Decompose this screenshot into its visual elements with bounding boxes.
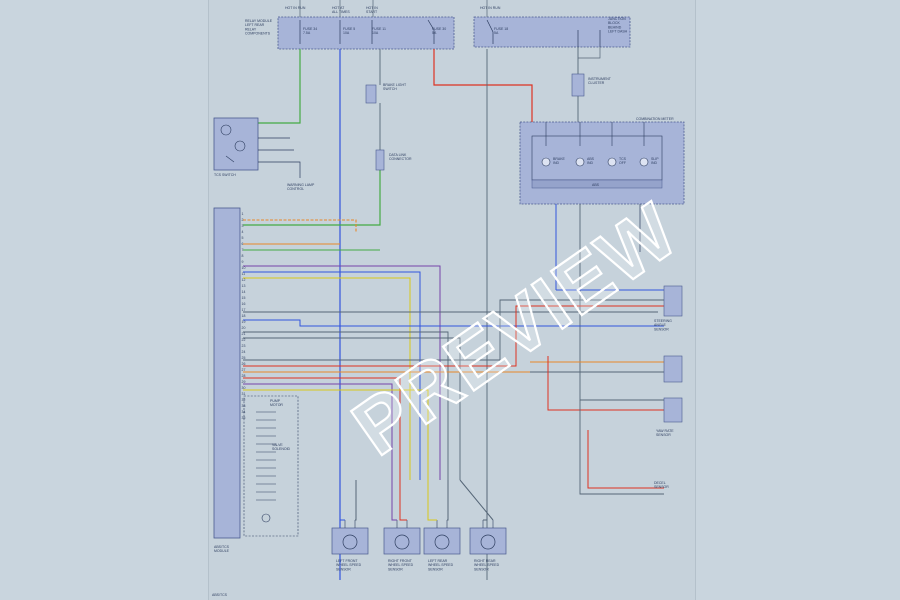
abs-pin-16: 16 (242, 302, 246, 306)
abs-pin-14: 14 (242, 290, 246, 294)
abs-pin-32: 32 (242, 398, 246, 402)
abs-pin-26: 26 (242, 362, 246, 366)
abs-pin-7: 7 (242, 248, 244, 252)
tcs-switch-label: TCS SWITCH (214, 173, 236, 177)
abs-pin-22: 22 (242, 338, 246, 342)
abs-pin-28: 28 (242, 374, 246, 378)
abs-pin-8: 8 (242, 254, 244, 258)
abs-pin-11: 11 (242, 272, 246, 276)
abs-pin-27: 27 (242, 368, 246, 372)
abs-pin-33: 33 (242, 404, 246, 408)
abs-pin-9: 9 (242, 260, 244, 264)
tcs-switch: TCS SWITCH (213, 117, 259, 177)
abs-pin-1: 1 (242, 212, 244, 216)
header-hot-run: HOT IN RUN (285, 6, 306, 10)
abs-pin-13: 13 (242, 284, 246, 288)
abs-pin-5: 5 (242, 236, 244, 240)
abs-module-pins: 1234567891011121314151617181920212223242… (242, 212, 246, 420)
header-hot-run-2: HOT IN RUN (480, 6, 501, 10)
abs-pin-2: 2 (242, 218, 244, 222)
abs-pin-24: 24 (242, 350, 246, 354)
preview-watermark: PREVIEW (337, 186, 694, 472)
abs-pin-25: 25 (242, 356, 246, 360)
abs-pin-31: 31 (242, 392, 246, 396)
abs-pin-4: 4 (242, 230, 244, 234)
abs-pin-30: 30 (242, 386, 246, 390)
abs-pin-19: 19 (242, 320, 246, 324)
abs-pin-20: 20 (242, 326, 246, 330)
abs-pin-35: 35 (242, 416, 246, 420)
abs-pin-3: 3 (242, 224, 244, 228)
abs-pin-10: 10 (242, 266, 246, 270)
abs-pin-21: 21 (242, 332, 246, 336)
abs-pin-23: 23 (242, 344, 246, 348)
abs-pin-12: 12 (242, 278, 246, 282)
abs-pin-17: 17 (242, 308, 246, 312)
abs-pin-34: 34 (242, 410, 246, 414)
combination-meter-bottom: ABS (592, 183, 600, 187)
combination-meter-title: COMBINATION METER (636, 117, 674, 121)
abs-pin-15: 15 (242, 296, 246, 300)
abs-pin-29: 29 (242, 380, 246, 384)
abs-pin-6: 6 (242, 242, 244, 246)
page-code: ABS/TCS (212, 593, 228, 597)
abs-pin-18: 18 (242, 314, 246, 318)
